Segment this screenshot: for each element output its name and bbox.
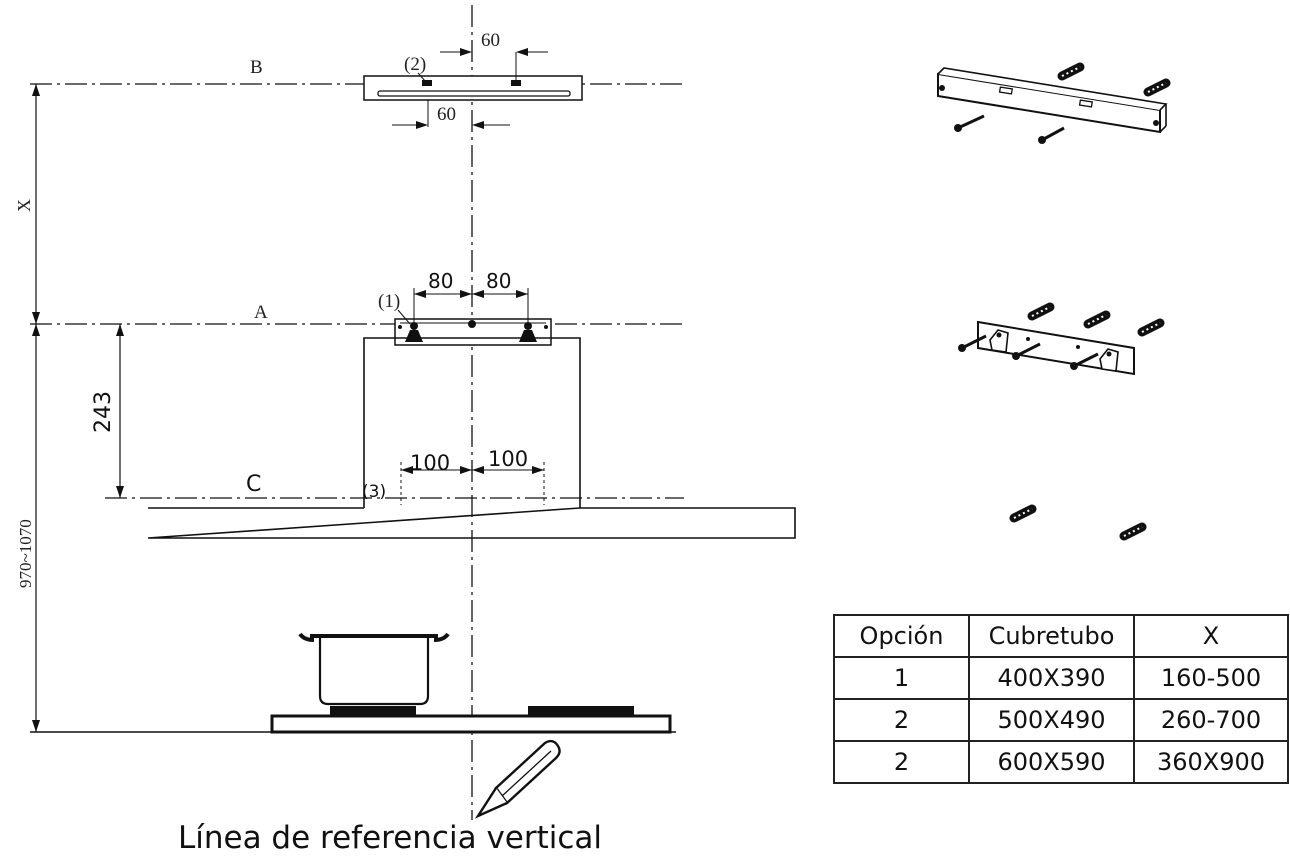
line-b-label: B — [250, 57, 263, 78]
dimension-243-label: 243 — [91, 391, 116, 433]
dimension-60-top-label: 60 — [481, 30, 500, 51]
dimension-80-right-label: 80 — [486, 269, 511, 293]
table-cell: 600X590 — [968, 740, 1135, 784]
table-header-option: Opción — [833, 614, 970, 658]
rail-bracket-hardware-icon — [937, 62, 1171, 144]
options-table: Opción Cubretubo X 1 400X390 160-500 2 5… — [833, 614, 1289, 784]
table-header-x: X — [1133, 614, 1289, 658]
table-cell: 400X390 — [968, 656, 1135, 700]
table-cell: 160-500 — [1133, 656, 1289, 700]
table-cell: 1 — [833, 656, 970, 700]
table-cell: 500X490 — [968, 698, 1135, 742]
dimension-height-range — [32, 324, 40, 732]
dimension-x — [32, 84, 40, 324]
line-a-label: A — [254, 302, 268, 323]
callout-part-1: (1) — [378, 291, 400, 312]
vertical-reference-caption: Línea de referencia vertical — [177, 820, 603, 856]
cooking-pot-icon — [298, 632, 450, 706]
table-row: 2 600X590 360X900 — [833, 740, 1289, 784]
table-cell: 360X900 — [1133, 740, 1289, 784]
dimension-80-left-label: 80 — [428, 269, 453, 293]
callout-part-2: (2) — [404, 54, 426, 75]
dimension-60-bottom-label: 60 — [437, 104, 456, 125]
dimension-100-left-label: 100 — [410, 451, 450, 475]
dimension-60-top — [440, 48, 548, 84]
table-cell: 260-700 — [1133, 698, 1289, 742]
table-header-row: Opción Cubretubo X — [833, 614, 1289, 658]
hood-canopy — [147, 507, 796, 539]
dimension-100-right-label: 100 — [488, 447, 528, 471]
table-cell: 2 — [833, 698, 970, 742]
dimension-height-range-label: 970~1070 — [16, 519, 35, 588]
table-row: 1 400X390 160-500 — [833, 656, 1289, 700]
table-row: 2 500X490 260-700 — [833, 698, 1289, 742]
wall-plugs-hardware-icon — [1009, 504, 1147, 541]
callout-part-3: (3) — [362, 482, 386, 502]
dimension-100 — [400, 462, 545, 505]
table-header-cover: Cubretubo — [968, 614, 1135, 658]
top-bracket — [363, 75, 583, 101]
table-cell: 2 — [833, 740, 970, 784]
line-c-label: C — [246, 472, 261, 497]
dimension-80 — [413, 288, 529, 322]
chimney-cover — [363, 337, 581, 508]
dimension-243 — [116, 324, 124, 498]
pencil-icon — [474, 739, 561, 819]
plate-bracket-hardware-icon — [958, 302, 1165, 376]
lower-bracket — [394, 318, 552, 346]
dimension-x-label: X — [14, 199, 34, 212]
cooktop — [270, 706, 672, 734]
dimension-60-bottom — [392, 100, 510, 129]
